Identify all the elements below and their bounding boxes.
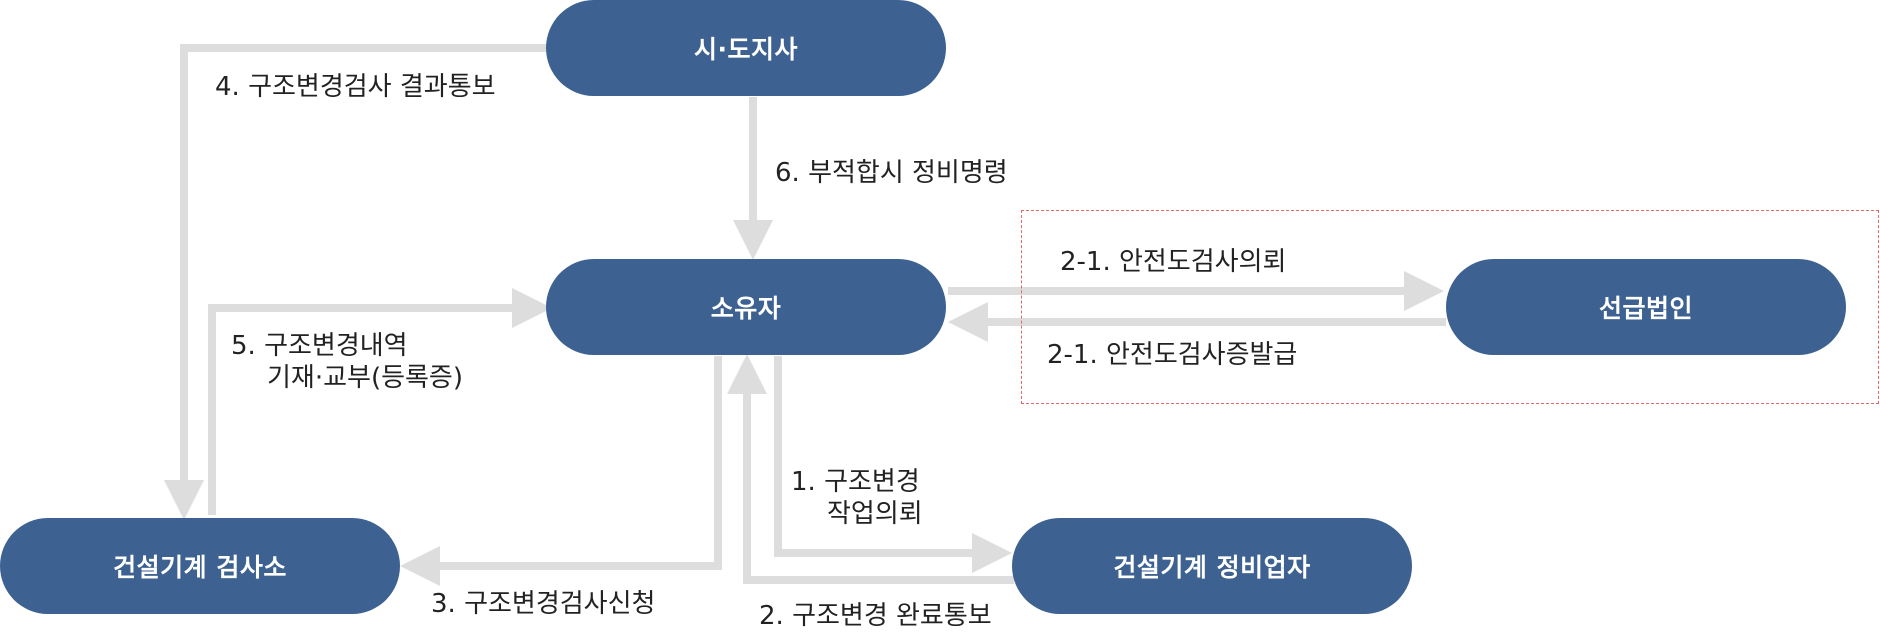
node-inspection-label: 건설기계 검사소 [113,553,287,582]
node-sido[interactable]: 시·도지사 [546,0,946,96]
node-repair[interactable]: 건설기계 정비업자 [1012,518,1412,614]
edge-5-label-line2: 기재·교부(등록증) [267,363,463,393]
edge-2-1a-label: 2-1. 안전도검사의뢰 [1060,247,1287,277]
edge-6-label: 6. 부적합시 정비명령 [775,158,1008,188]
node-classification[interactable]: 선급법인 [1446,259,1846,355]
edge-3-arrow [400,356,722,586]
edge-3-label: 3. 구조변경검사신청 [431,589,656,619]
node-sido-label: 시·도지사 [694,35,798,64]
node-owner[interactable]: 소유자 [546,259,946,355]
edge-4-arrow [164,44,546,520]
edge-1-label: 1. 구조변경 작업의뢰 [791,466,923,530]
edge-1-label-line1: 1. 구조변경 [791,467,920,497]
classification-group-box [1021,210,1879,404]
edge-5-arrow [208,288,552,515]
edge-1-arrow [774,356,1012,573]
edge-5-label: 5. 구조변경내역 기재·교부(등록증) [231,330,463,394]
edge-5-label-line1: 5. 구조변경내역 [231,331,408,361]
node-repair-label: 건설기계 정비업자 [1113,553,1311,582]
edge-1-label-line2: 작업의뢰 [827,499,923,529]
node-owner-label: 소유자 [710,294,782,323]
node-classification-label: 선급법인 [1598,294,1693,323]
edge-4-label: 4. 구조변경검사 결과통보 [215,72,496,102]
node-inspection[interactable]: 건설기계 검사소 [0,518,400,614]
edge-2-label: 2. 구조변경 완료통보 [759,601,992,631]
edge-2-1b-label: 2-1. 안전도검사증발급 [1047,340,1298,370]
edge-2-arrow [727,354,1014,584]
